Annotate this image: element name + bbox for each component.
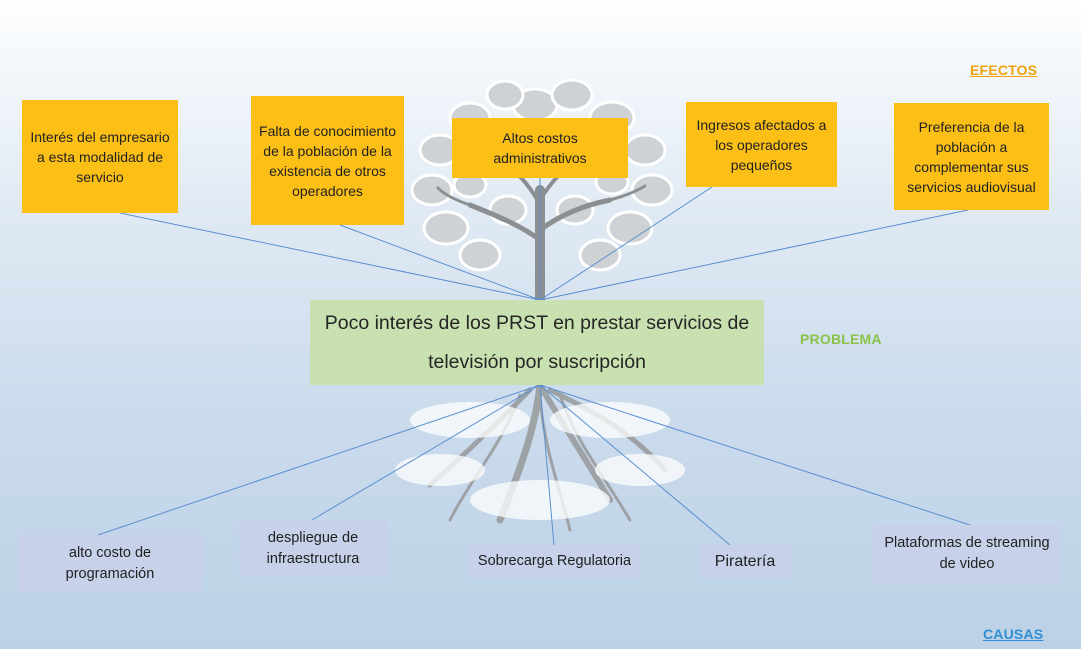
effect-box-3: Altos costos administrativos — [452, 118, 628, 178]
problem-text: Poco interés de los PRST en prestar serv… — [324, 311, 750, 373]
connector-effect-1 — [119, 212, 541, 301]
cause-text-2: despliegue de infraestructura — [266, 529, 360, 567]
connector-cause-5 — [539, 384, 971, 526]
effect-box-5: Preferencia de la población a complement… — [894, 103, 1049, 210]
cause-text-5: Plataformas de streaming de video — [884, 535, 1050, 572]
causes-label: CAUSAS — [983, 626, 1044, 642]
effect-text-5: Preferencia de la población a complement… — [907, 118, 1036, 195]
cause-box-1: alto costo de programación — [18, 535, 202, 592]
effect-connectors — [119, 178, 969, 301]
cause-box-3: Sobrecarga Regulatoria — [470, 545, 639, 578]
cause-box-5: Plataformas de streaming de video — [873, 525, 1061, 583]
cause-connectors — [97, 384, 971, 546]
problem-label: PROBLEMA — [800, 331, 882, 347]
cause-text-4: Piratería — [714, 553, 776, 570]
cause-text-1: alto costo de programación — [65, 544, 155, 582]
connector-effect-2 — [339, 224, 541, 301]
effect-text-2: Falta de conocimiento de la población de… — [259, 122, 396, 199]
effects-label: EFECTOS — [970, 62, 1038, 78]
root-texture — [395, 402, 685, 520]
cause-box-2: despliegue de infraestructura — [239, 520, 387, 577]
effect-box-4: Ingresos afectados a los operadores pequ… — [686, 102, 837, 187]
connector-cause-3 — [539, 384, 555, 546]
cause-box-4: Piratería — [699, 545, 791, 578]
connector-cause-4 — [539, 384, 731, 546]
effect-text-3: Altos costos administrativos — [493, 130, 587, 166]
cause-text-3: Sobrecarga Regulatoria — [477, 553, 632, 569]
connector-cause-1 — [97, 384, 541, 536]
effect-box-2: Falta de conocimiento de la población de… — [251, 96, 404, 225]
effect-box-1: Interés del empresario a esta modalidad … — [22, 100, 178, 213]
connector-cause-2 — [311, 384, 541, 521]
problem-box: Poco interés de los PRST en prestar serv… — [310, 300, 764, 385]
effect-text-1: Interés del empresario a esta modalidad … — [30, 128, 170, 185]
effect-text-4: Ingresos afectados a los operadores pequ… — [696, 116, 827, 173]
connector-effect-5 — [539, 209, 969, 301]
connector-effect-4 — [539, 186, 713, 301]
